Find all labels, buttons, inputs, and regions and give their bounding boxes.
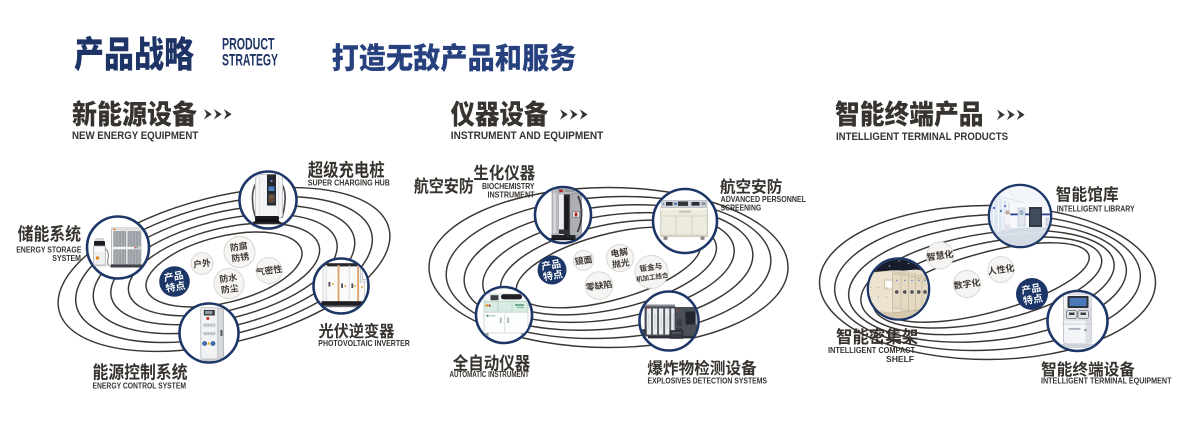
svg-text:INTELLIGENT COMPACT: INTELLIGENT COMPACT [828, 345, 916, 355]
svg-text:EXPLOSIVES DETECTION SYSTEMS: EXPLOSIVES DETECTION SYSTEMS [648, 376, 768, 386]
svg-text:STRATEGY: STRATEGY [222, 52, 278, 70]
svg-text:ADVANCED PERSONNEL: ADVANCED PERSONNEL [721, 194, 806, 204]
svg-text:BIOCHEMISTRY: BIOCHEMISTRY [482, 181, 535, 191]
svg-text:SUPER CHARGING HUB: SUPER CHARGING HUB [308, 177, 390, 187]
svg-text:ENERGY CONTROL SYSTEM: ENERGY CONTROL SYSTEM [93, 380, 187, 390]
svg-text:INTELLIGENT TERMINAL PRODUCTS: INTELLIGENT TERMINAL PRODUCTS [836, 131, 1008, 143]
svg-text:INTELLIGENT TERMINAL EQUIPMENT: INTELLIGENT TERMINAL EQUIPMENT [1041, 376, 1172, 386]
svg-text:INSTRUMENT AND EQUIPMENT: INSTRUMENT AND EQUIPMENT [451, 130, 604, 142]
svg-text:PHOTOVOLTAIC INVERTER: PHOTOVOLTAIC INVERTER [318, 338, 410, 348]
svg-text:INSTRUMENT: INSTRUMENT [488, 190, 536, 200]
svg-text:SCREENING: SCREENING [721, 203, 762, 213]
svg-text:SHELF: SHELF [886, 354, 914, 364]
svg-text:INTELLIGENT LIBRARY: INTELLIGENT LIBRARY [1057, 204, 1135, 214]
svg-text:AUTOMATIC INSTRUMENT: AUTOMATIC INSTRUMENT [450, 369, 530, 379]
svg-text:SYSTEM: SYSTEM [52, 253, 81, 263]
svg-text:PRODUCT: PRODUCT [222, 36, 275, 54]
svg-text:NEW ENERGY EQUIPMENT: NEW ENERGY EQUIPMENT [72, 130, 199, 142]
svg-text:ENERGY STORAGE: ENERGY STORAGE [16, 245, 81, 255]
